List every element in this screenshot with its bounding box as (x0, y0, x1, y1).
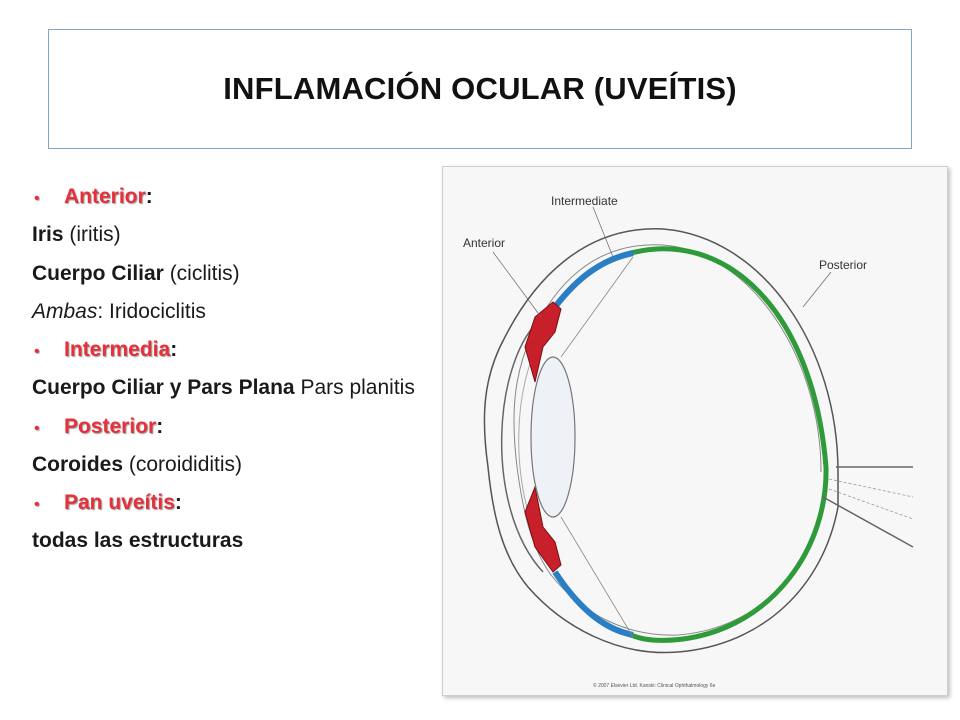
intermedia-heading: Intermedia (64, 338, 171, 361)
ambas-term: Ambas (32, 299, 98, 323)
leader-posterior (802, 271, 832, 308)
eye-diagram: Intermediate Anterior Posterior © 2007 E… (442, 166, 948, 696)
content-list: • Anterior: Iris (iritis) Cuerpo Ciliar … (32, 184, 432, 555)
pars-plana-term: Cuerpo Ciliar y Pars Plana (32, 376, 295, 400)
leader-intermediate (592, 206, 614, 258)
posterior-line: Coroides (coroididitis) (32, 452, 432, 478)
optic-nerve-top (822, 466, 914, 548)
bullet-anterior: • Anterior: (34, 184, 432, 210)
pan-colon: : (174, 491, 182, 514)
zonule-bottom (560, 516, 634, 638)
anterior-line-iris: Iris (iritis) (32, 222, 432, 248)
eye-diagram-svg: Intermediate Anterior Posterior © 2007 E… (463, 194, 914, 689)
bullet-icon: • (34, 496, 40, 513)
zonule-top (560, 256, 634, 358)
anterior-heading: Anterior (64, 185, 146, 208)
posterior-colon: : (156, 414, 164, 438)
posterior-heading: Posterior (64, 414, 157, 438)
iris-desc: (iritis) (63, 223, 121, 247)
optic-nerve-inner (828, 478, 914, 520)
anterior-ciliary-bottom (524, 485, 562, 573)
todas-term: todas las estructuras (32, 529, 244, 553)
anterior-line-ambas: Ambas: Iridociclitis (32, 299, 432, 325)
anterior-ciliary-top (524, 301, 562, 383)
page-title: INFLAMACIÓN OCULAR (UVEÍTIS) (223, 71, 737, 106)
intermediate-band-bottom (552, 570, 634, 638)
intermediate-band-top (552, 250, 634, 309)
cuerpo-ciliar-desc: (ciclitis) (163, 261, 240, 285)
bullet-icon: • (34, 343, 40, 360)
coroides-term: Coroides (32, 452, 124, 476)
pars-plana-desc: Pars planitis (294, 376, 415, 400)
ambas-desc: : Iridociclitis (97, 299, 206, 323)
label-intermediate: Intermediate (551, 194, 618, 208)
intermedia-colon: : (170, 338, 178, 361)
bullet-posterior: • Posterior: (34, 414, 432, 440)
iris-term: Iris (32, 223, 64, 247)
coroides-desc: (coroididitis) (123, 452, 243, 476)
bullet-icon: • (34, 419, 40, 437)
pan-heading: Pan uveítis (64, 491, 175, 514)
posterior-choroid (630, 246, 829, 643)
bullet-icon: • (34, 190, 40, 207)
pan-line: todas las estructuras (32, 528, 432, 554)
copyright-text: © 2007 Elsevier Ltd. Kanski: Clinical Op… (593, 682, 716, 689)
anterior-line-cuerpo-ciliar: Cuerpo Ciliar (ciclitis) (32, 261, 432, 287)
anterior-colon: : (145, 185, 153, 208)
title-box: INFLAMACIÓN OCULAR (UVEÍTIS) (48, 29, 912, 149)
sclera-outer (483, 228, 839, 654)
bullet-pan: • Pan uveítis: (34, 490, 432, 516)
label-anterior: Anterior (463, 236, 505, 250)
cornea (501, 316, 544, 573)
label-posterior: Posterior (819, 258, 867, 272)
cuerpo-ciliar-term: Cuerpo Ciliar (32, 261, 164, 285)
intermedia-line: Cuerpo Ciliar y Pars Plana Pars planitis (32, 375, 432, 401)
lens (530, 356, 576, 518)
bullet-intermedia: • Intermedia: (34, 337, 432, 363)
leader-anterior (492, 251, 542, 318)
